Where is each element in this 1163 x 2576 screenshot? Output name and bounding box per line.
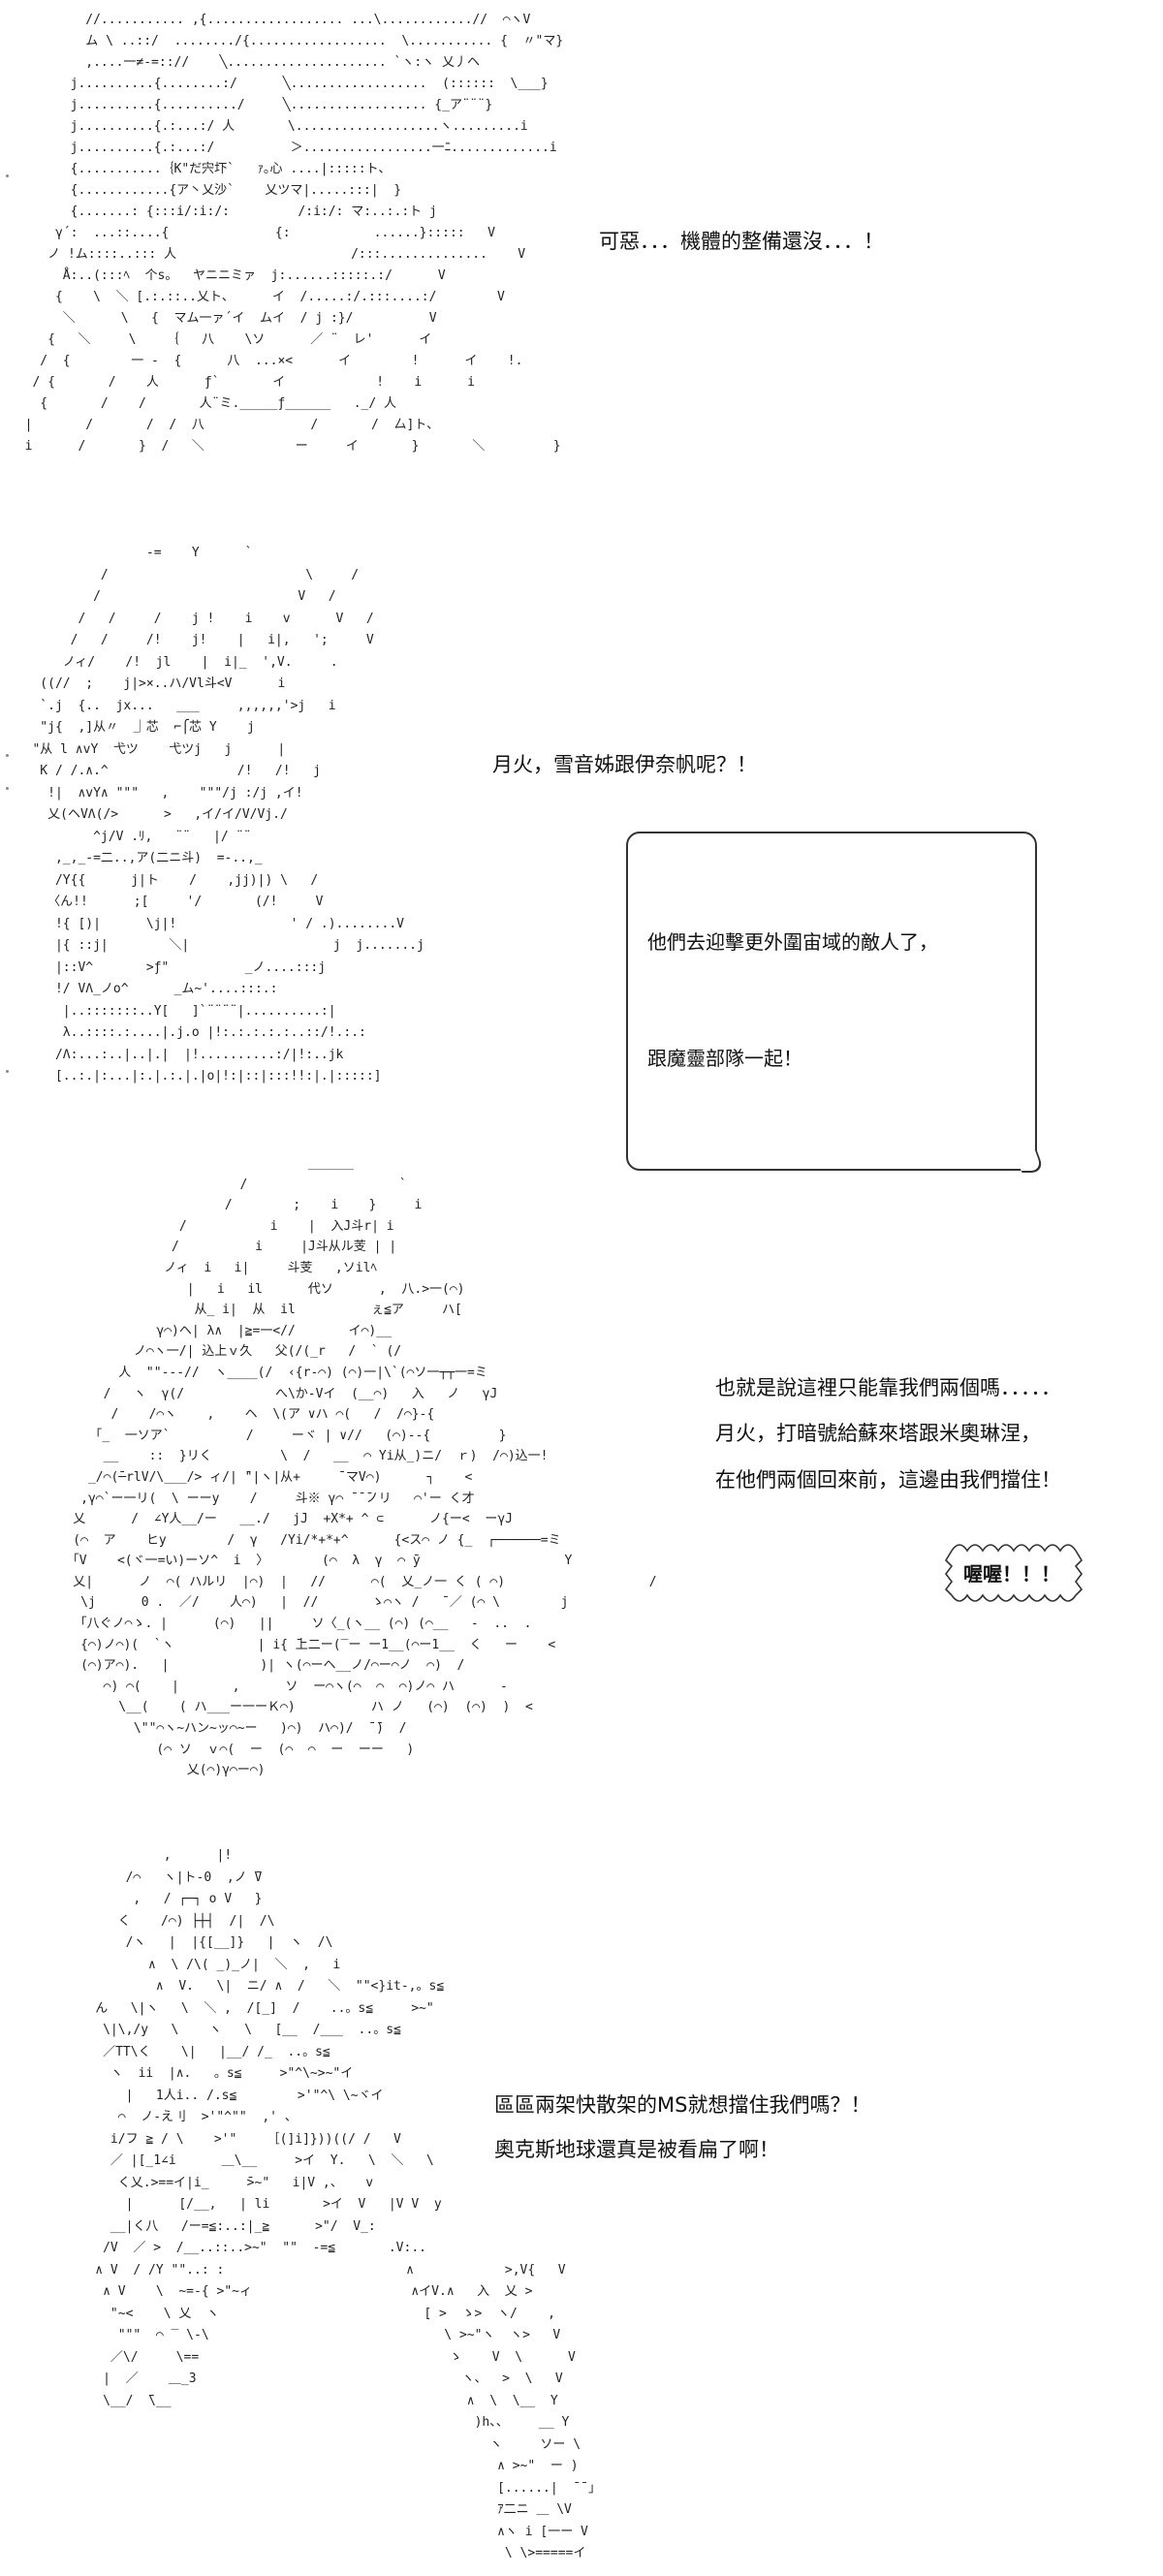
shout-bubble-outline xyxy=(944,1544,1084,1602)
panel-3: ______ / ` / ; i } i / i | 入J斗r| i / i |… xyxy=(0,1153,1163,1832)
ascii-art-girl-portrait: -= Y ` / \ / / V / / / / j ! i v V / / /… xyxy=(32,546,424,1084)
ascii-art-mecha-battle: ______ / ` / ; i } i / i | 入J斗r| i / i |… xyxy=(73,1156,657,1778)
margin-dot xyxy=(6,1070,9,1073)
ascii-art-pilot-angry: //........... ,{.................. ...\.… xyxy=(24,13,564,454)
dialogue-line: 區區兩架快散架的MS就想擋住我們嗎？！ xyxy=(494,2093,871,2117)
speech-box: 他們去迎擊更外圍宙域的敵人了， 跟魔靈部隊一起！ xyxy=(626,832,1037,1171)
dialogue-line: 奧克斯地球還真是被看扁了啊！ xyxy=(494,2138,779,2161)
shout-text: 喔喔！！！ xyxy=(963,1562,1060,1586)
dialogue-line: 也就是說這裡只能靠我們兩個嗎．．．．． xyxy=(715,1376,1061,1399)
margin-dot xyxy=(6,174,9,177)
speech-line: 跟魔靈部隊一起！ xyxy=(647,1047,802,1070)
speech-line: 他們去迎擊更外圍宙域的敵人了， xyxy=(647,930,938,954)
margin-dot xyxy=(6,787,9,790)
dialogue-line: 在他們兩個回來前，這邊由我們擋住！ xyxy=(715,1468,1061,1492)
dialogue-line: 月火，雪音姊跟伊奈帆呢？！ xyxy=(492,753,757,776)
ascii-art-mecha-pilot: , |! /⌒ ヽ|ト-0 ,ノ ̄V , / ┌─┐ o V } く /⌒) … xyxy=(95,1848,601,2560)
dialogue-line: 月火，打暗號給蘇來塔跟米奧琳涅， xyxy=(715,1422,1041,1445)
shout-bubble: 喔喔！！！ xyxy=(942,1537,1097,1609)
panel-2: -= Y ` / \ / / V / / / / j ! i v V / / /… xyxy=(0,523,1163,1171)
panel-4: , |! /⌒ ヽ|ト-0 ,ノ ̄V , / ┌─┐ o V } く /⌒) … xyxy=(0,1841,1163,2576)
panel-1: //........... ,{.................. ...\.… xyxy=(0,0,1163,504)
margin-dot xyxy=(6,754,9,757)
dialogue-line: 可惡．．．機體的整備還沒．．．！ xyxy=(599,230,884,253)
